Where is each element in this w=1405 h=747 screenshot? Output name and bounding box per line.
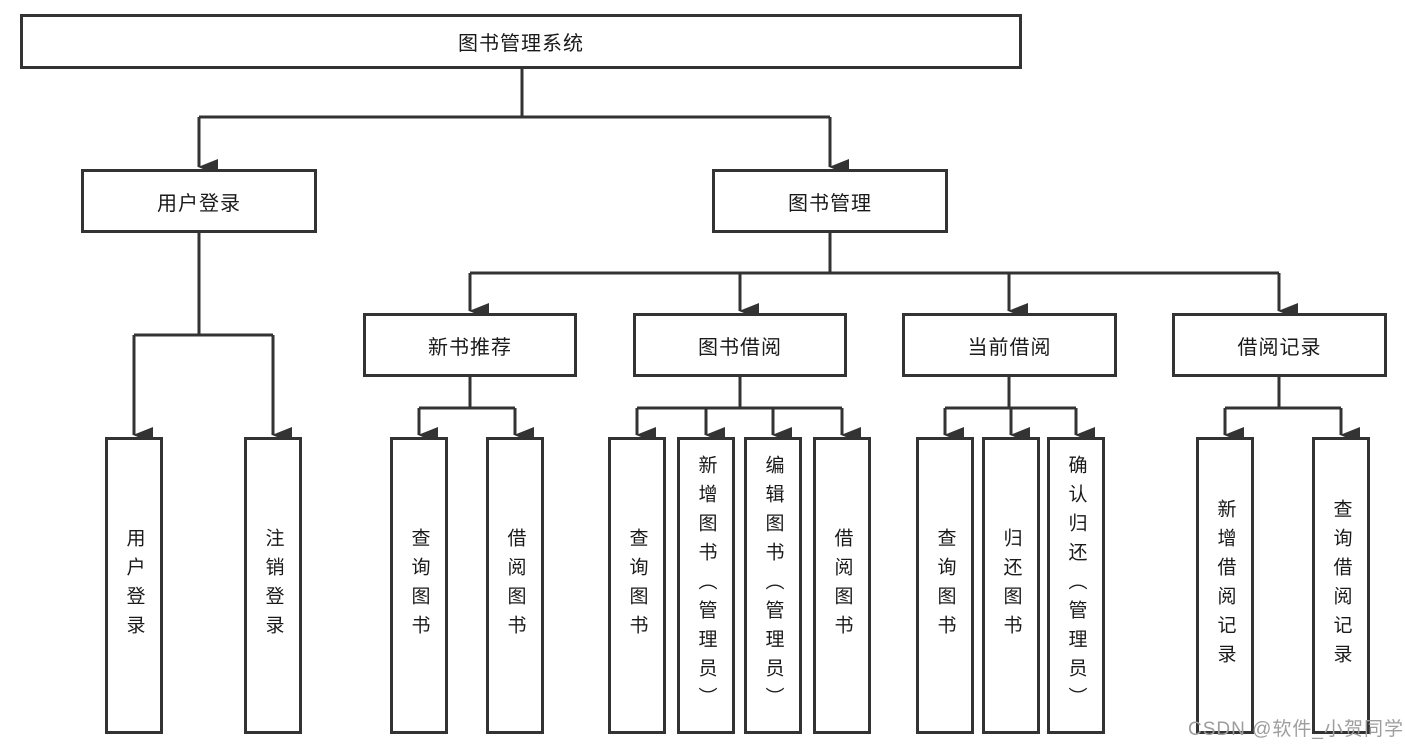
leaf-confirm-return-admin: 确认归还（管理员） <box>1047 437 1105 734</box>
node-new-book-recommendation: 新书推荐 <box>363 313 577 377</box>
leaf-borrow-books-borrowing: 借阅图书 <box>813 437 871 734</box>
leaf-query-books-recommendation: 查询图书 <box>390 437 448 734</box>
node-user-login: 用户登录 <box>81 169 317 233</box>
leaf-add-borrow-record: 新增借阅记录 <box>1196 437 1254 734</box>
leaf-add-books-admin: 新增图书（管理员） <box>677 437 735 734</box>
leaf-edit-books-admin: 编辑图书（管理员） <box>744 437 802 734</box>
node-book-management: 图书管理 <box>712 169 948 233</box>
leaf-query-books-borrowing: 查询图书 <box>608 437 666 734</box>
leaf-query-books-current: 查询图书 <box>916 437 974 734</box>
node-book-borrowing: 图书借阅 <box>633 313 847 377</box>
leaf-user-login: 用户登录 <box>105 437 163 734</box>
leaf-query-borrow-record: 查询借阅记录 <box>1312 437 1370 734</box>
leaf-return-books: 归还图书 <box>982 437 1040 734</box>
leaf-borrow-books-recommendation: 借阅图书 <box>486 437 544 734</box>
node-current-borrowing: 当前借阅 <box>902 313 1117 377</box>
leaf-logout: 注销登录 <box>244 437 302 734</box>
node-library-management-system: 图书管理系统 <box>20 14 1022 69</box>
node-borrowing-records: 借阅记录 <box>1172 313 1387 377</box>
csdn-watermark: CSDN @软件_小贺同学 <box>1188 719 1404 740</box>
